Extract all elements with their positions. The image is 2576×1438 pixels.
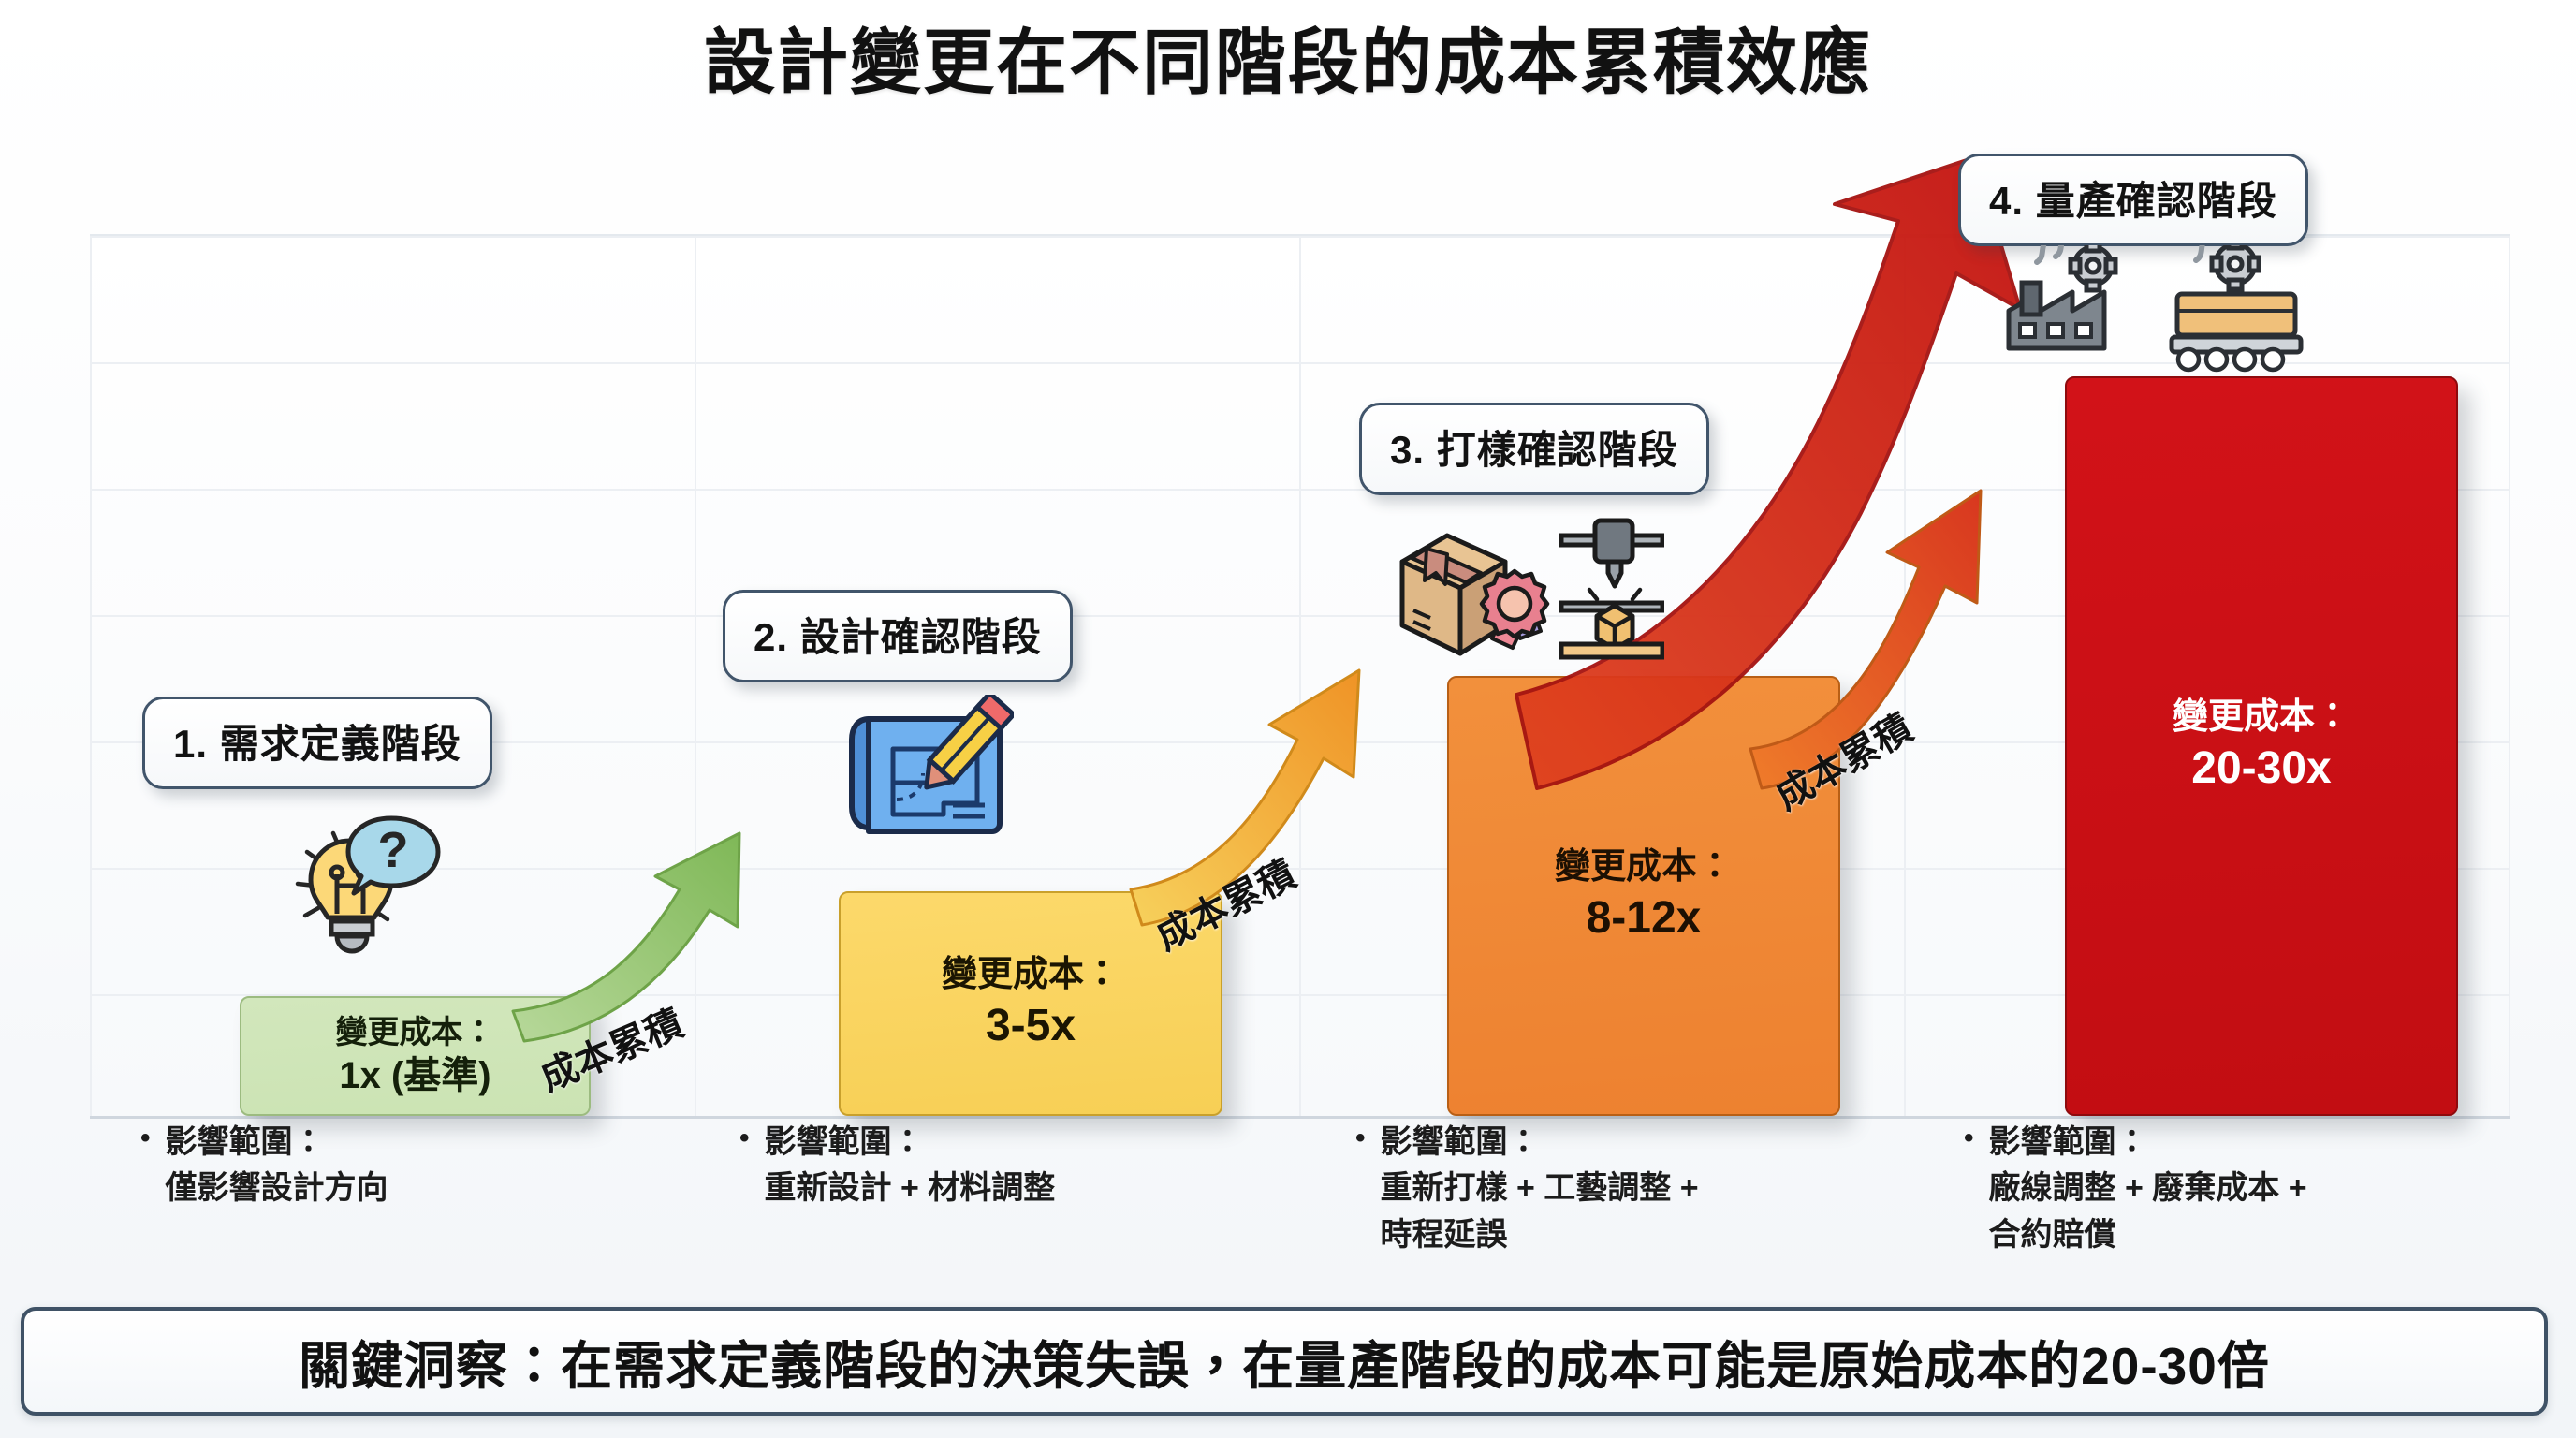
bar-stage-2[interactable]: 變更成本： 3-5x: [839, 891, 1222, 1116]
bullet-head: 影響範圍：: [764, 1124, 924, 1160]
bar-cost-value: 20-30x: [2191, 742, 2332, 793]
bar-cost-label: 變更成本：: [1554, 847, 1733, 888]
bar-stage-4[interactable]: 變更成本： 20-30x: [2065, 376, 2458, 1116]
bullet-line: 重新打樣 + 工藝調整 +: [1380, 1170, 1699, 1207]
conveyor-icon: [2169, 235, 2304, 373]
bullet-line: 合約賠償: [1988, 1216, 2116, 1253]
lightbulb-question-icon: ?: [273, 807, 444, 957]
blueprint-pencil-icon: [841, 689, 1017, 852]
stage-4-details: • 影響範圍： 廠線調整 + 廢棄成本 + 合約賠償: [1964, 1120, 2544, 1258]
gridline-vertical: [90, 236, 92, 1116]
gridline-vertical: [1299, 236, 1301, 1116]
bar-cost-value: 1x (基準): [339, 1055, 491, 1097]
factory-conveyor-icon: [1994, 231, 2307, 386]
bar-cost-label: 變更成本：: [335, 1014, 495, 1050]
stage-2-details: • 影響範圍： 重新設計 + 材料調整: [739, 1120, 1282, 1212]
stage-callout-4[interactable]: 4. 量產確認階段: [1958, 154, 2308, 246]
bar-cost-label: 變更成本：: [941, 955, 1120, 995]
bar-stage-3[interactable]: 變更成本： 8-12x: [1447, 676, 1840, 1116]
gridline-vertical: [695, 236, 696, 1116]
svg-text:?: ?: [378, 822, 409, 878]
bullet-line: 重新設計 + 材料調整: [764, 1170, 1056, 1207]
stage-callout-2[interactable]: 2. 設計確認階段: [723, 590, 1073, 682]
quality-badge-icon: [1479, 568, 1550, 650]
bullet-marker: •: [140, 1123, 151, 1153]
package-badge-3dprinter-icon: [1383, 513, 1665, 668]
bullet-head: 影響範圍：: [1380, 1124, 1540, 1160]
bar-cost-value: 3-5x: [985, 1000, 1076, 1050]
bar-cost-value: 8-12x: [1586, 892, 1702, 943]
gridline-vertical: [2509, 236, 2510, 1116]
bullet-line: 時程延誤: [1380, 1216, 1508, 1253]
stage-1-details: • 影響範圍： 僅影響設計方向: [140, 1120, 665, 1212]
3d-printer-icon: [1559, 518, 1665, 660]
page-title: 設計變更在不同階段的成本累積效應: [704, 23, 1872, 103]
bar-cost-label: 變更成本：: [2172, 697, 2350, 738]
bullet-marker: •: [739, 1123, 750, 1153]
stage-callout-1[interactable]: 1. 需求定義階段: [142, 697, 492, 789]
bullet-head: 影響範圍：: [1988, 1124, 2148, 1160]
bullet-marker: •: [1355, 1123, 1366, 1153]
stage-callout-3[interactable]: 3. 打樣確認階段: [1359, 403, 1709, 495]
bullet-line: 僅影響設計方向: [165, 1170, 388, 1207]
bullet-line: 廠線調整 + 廢棄成本 +: [1988, 1170, 2307, 1207]
factory-icon: [2006, 231, 2118, 351]
stage-3-details: • 影響範圍： 重新打樣 + 工藝調整 + 時程延誤: [1355, 1120, 1917, 1258]
gridline-vertical: [1904, 236, 1906, 1116]
bullet-head: 影響範圍：: [165, 1124, 325, 1160]
key-insight-banner: 關鍵洞察：在需求定義階段的決策失誤，在量產階段的成本可能是原始成本的20-30倍: [21, 1307, 2548, 1416]
bullet-marker: •: [1964, 1123, 1974, 1153]
